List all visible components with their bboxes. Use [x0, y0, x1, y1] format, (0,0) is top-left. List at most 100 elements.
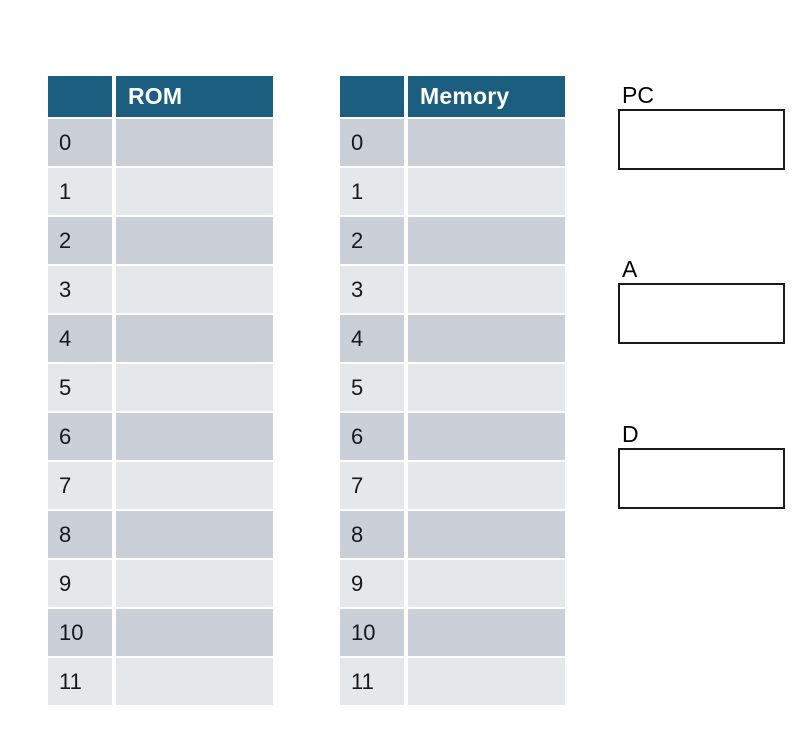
memory-table: Memory 0 1 2 3 4 5 — [340, 76, 565, 707]
table-row[interactable]: 6 — [48, 413, 273, 460]
row-index-cell: 8 — [340, 511, 404, 558]
register-pc-value[interactable] — [618, 109, 785, 170]
row-index-cell: 1 — [48, 168, 112, 215]
row-index-cell: 10 — [48, 609, 112, 656]
table-row[interactable]: 10 — [48, 609, 273, 656]
memory-table-header-row: Memory — [340, 76, 565, 117]
table-row[interactable]: 0 — [48, 119, 273, 166]
row-column-gap — [112, 560, 116, 607]
table-row[interactable]: 7 — [340, 462, 565, 509]
row-value-cell[interactable] — [408, 560, 565, 607]
row-index-cell: 10 — [340, 609, 404, 656]
row-column-gap — [112, 658, 116, 705]
row-index-cell: 8 — [48, 511, 112, 558]
rom-table-header-row: ROM — [48, 76, 273, 117]
row-column-gap — [404, 658, 408, 705]
rom-index-column-header — [48, 76, 112, 117]
row-value-cell[interactable] — [116, 119, 273, 166]
row-value-cell[interactable] — [116, 560, 273, 607]
row-index-cell: 0 — [340, 119, 404, 166]
rom-value-column-header: ROM — [116, 76, 273, 117]
row-index-cell: 2 — [340, 217, 404, 264]
row-index-cell: 6 — [48, 413, 112, 460]
table-row[interactable]: 9 — [48, 560, 273, 607]
table-row[interactable]: 4 — [340, 315, 565, 362]
row-column-gap — [112, 413, 116, 460]
row-index-cell: 6 — [340, 413, 404, 460]
row-value-cell[interactable] — [408, 413, 565, 460]
table-row[interactable]: 2 — [48, 217, 273, 264]
row-column-gap — [404, 560, 408, 607]
register-pc: PC — [618, 82, 785, 170]
row-column-gap — [404, 364, 408, 411]
register-d-label: D — [622, 421, 639, 447]
row-value-cell[interactable] — [408, 511, 565, 558]
table-row[interactable]: 8 — [48, 511, 273, 558]
row-value-cell[interactable] — [116, 413, 273, 460]
row-value-cell[interactable] — [116, 462, 273, 509]
row-value-cell[interactable] — [408, 217, 565, 264]
register-a-value[interactable] — [618, 283, 785, 344]
table-row[interactable]: 7 — [48, 462, 273, 509]
register-a: A — [618, 256, 785, 344]
row-column-gap — [404, 168, 408, 215]
table-row[interactable]: 5 — [48, 364, 273, 411]
table-row[interactable]: 4 — [48, 315, 273, 362]
row-column-gap — [404, 511, 408, 558]
row-value-cell[interactable] — [408, 168, 565, 215]
row-index-cell: 9 — [48, 560, 112, 607]
row-value-cell[interactable] — [408, 266, 565, 313]
memory-header-column-gap — [404, 76, 408, 117]
table-row[interactable]: 10 — [340, 609, 565, 656]
row-value-cell[interactable] — [116, 266, 273, 313]
register-pc-label: PC — [622, 82, 654, 108]
row-value-cell[interactable] — [116, 609, 273, 656]
table-row[interactable]: 1 — [48, 168, 273, 215]
rom-table: ROM 0 1 2 3 4 5 — [48, 76, 273, 707]
register-d-value[interactable] — [618, 448, 785, 509]
row-value-cell[interactable] — [116, 217, 273, 264]
row-value-cell[interactable] — [116, 168, 273, 215]
row-value-cell[interactable] — [408, 462, 565, 509]
register-a-label: A — [622, 256, 638, 282]
table-row[interactable]: 3 — [48, 266, 273, 313]
row-value-cell[interactable] — [408, 609, 565, 656]
row-column-gap — [404, 609, 408, 656]
row-index-cell: 3 — [48, 266, 112, 313]
row-value-cell[interactable] — [116, 511, 273, 558]
row-index-cell: 5 — [48, 364, 112, 411]
row-value-cell[interactable] — [408, 119, 565, 166]
row-value-cell[interactable] — [116, 658, 273, 705]
row-index-cell: 7 — [48, 462, 112, 509]
table-row[interactable]: 2 — [340, 217, 565, 264]
table-row[interactable]: 11 — [340, 658, 565, 705]
table-row[interactable]: 0 — [340, 119, 565, 166]
table-row[interactable]: 9 — [340, 560, 565, 607]
row-index-cell: 2 — [48, 217, 112, 264]
register-d: D — [618, 421, 785, 509]
row-column-gap — [404, 315, 408, 362]
table-row[interactable]: 11 — [48, 658, 273, 705]
row-value-cell[interactable] — [408, 364, 565, 411]
row-value-cell[interactable] — [116, 315, 273, 362]
row-value-cell[interactable] — [408, 658, 565, 705]
row-index-cell: 4 — [48, 315, 112, 362]
table-row[interactable]: 8 — [340, 511, 565, 558]
table-row[interactable]: 1 — [340, 168, 565, 215]
row-column-gap — [112, 315, 116, 362]
row-index-cell: 3 — [340, 266, 404, 313]
row-value-cell[interactable] — [408, 315, 565, 362]
table-row[interactable]: 3 — [340, 266, 565, 313]
rom-header-column-gap — [112, 76, 116, 117]
memory-value-column-header: Memory — [408, 76, 565, 117]
table-row[interactable]: 6 — [340, 413, 565, 460]
table-row[interactable]: 5 — [340, 364, 565, 411]
row-index-cell: 1 — [340, 168, 404, 215]
row-column-gap — [404, 266, 408, 313]
row-index-cell: 11 — [340, 658, 404, 705]
row-column-gap — [404, 413, 408, 460]
row-index-cell: 7 — [340, 462, 404, 509]
row-value-cell[interactable] — [116, 364, 273, 411]
row-index-cell: 4 — [340, 315, 404, 362]
